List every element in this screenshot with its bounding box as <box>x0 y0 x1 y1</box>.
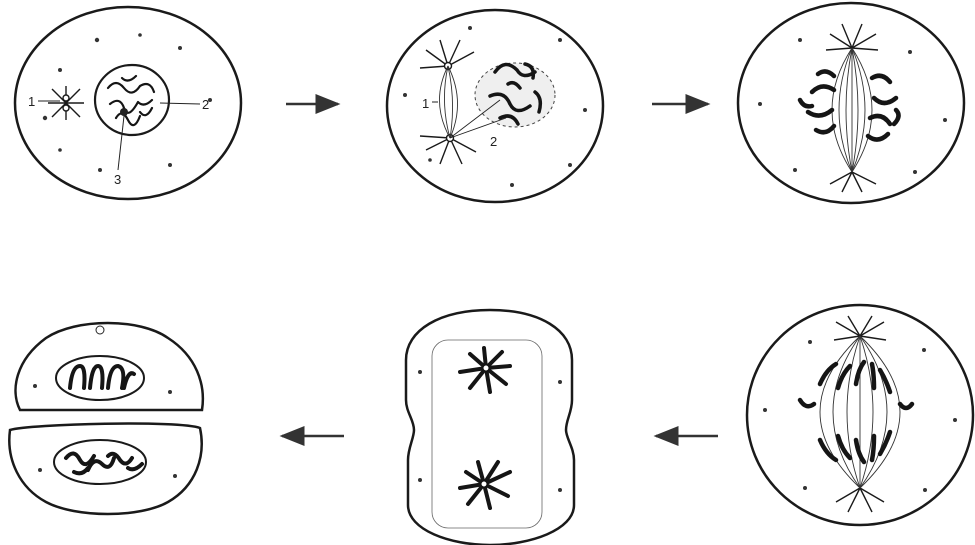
label-centrosome: 1 <box>28 94 35 109</box>
nucleolus <box>120 108 128 116</box>
cell-interphase: 1 2 3 <box>15 7 241 199</box>
label-nucleus: 2 <box>202 97 209 112</box>
daughter-nucleus-top <box>56 356 144 400</box>
label-nucleolus: 3 <box>114 172 121 187</box>
cell-anaphase <box>747 305 973 525</box>
label-spindle: 1 <box>422 96 429 111</box>
cell-prophase: 1 2 <box>387 10 603 202</box>
spindle <box>820 336 900 488</box>
nucleus <box>95 65 169 135</box>
cell-metaphase <box>738 3 964 203</box>
spindle <box>832 48 872 172</box>
cell-daughter-cells <box>9 323 203 514</box>
label-chromosomes: 2 <box>490 134 497 149</box>
cell-telophase <box>406 310 574 545</box>
spindle <box>439 66 457 138</box>
centrosome-icon <box>48 86 84 120</box>
